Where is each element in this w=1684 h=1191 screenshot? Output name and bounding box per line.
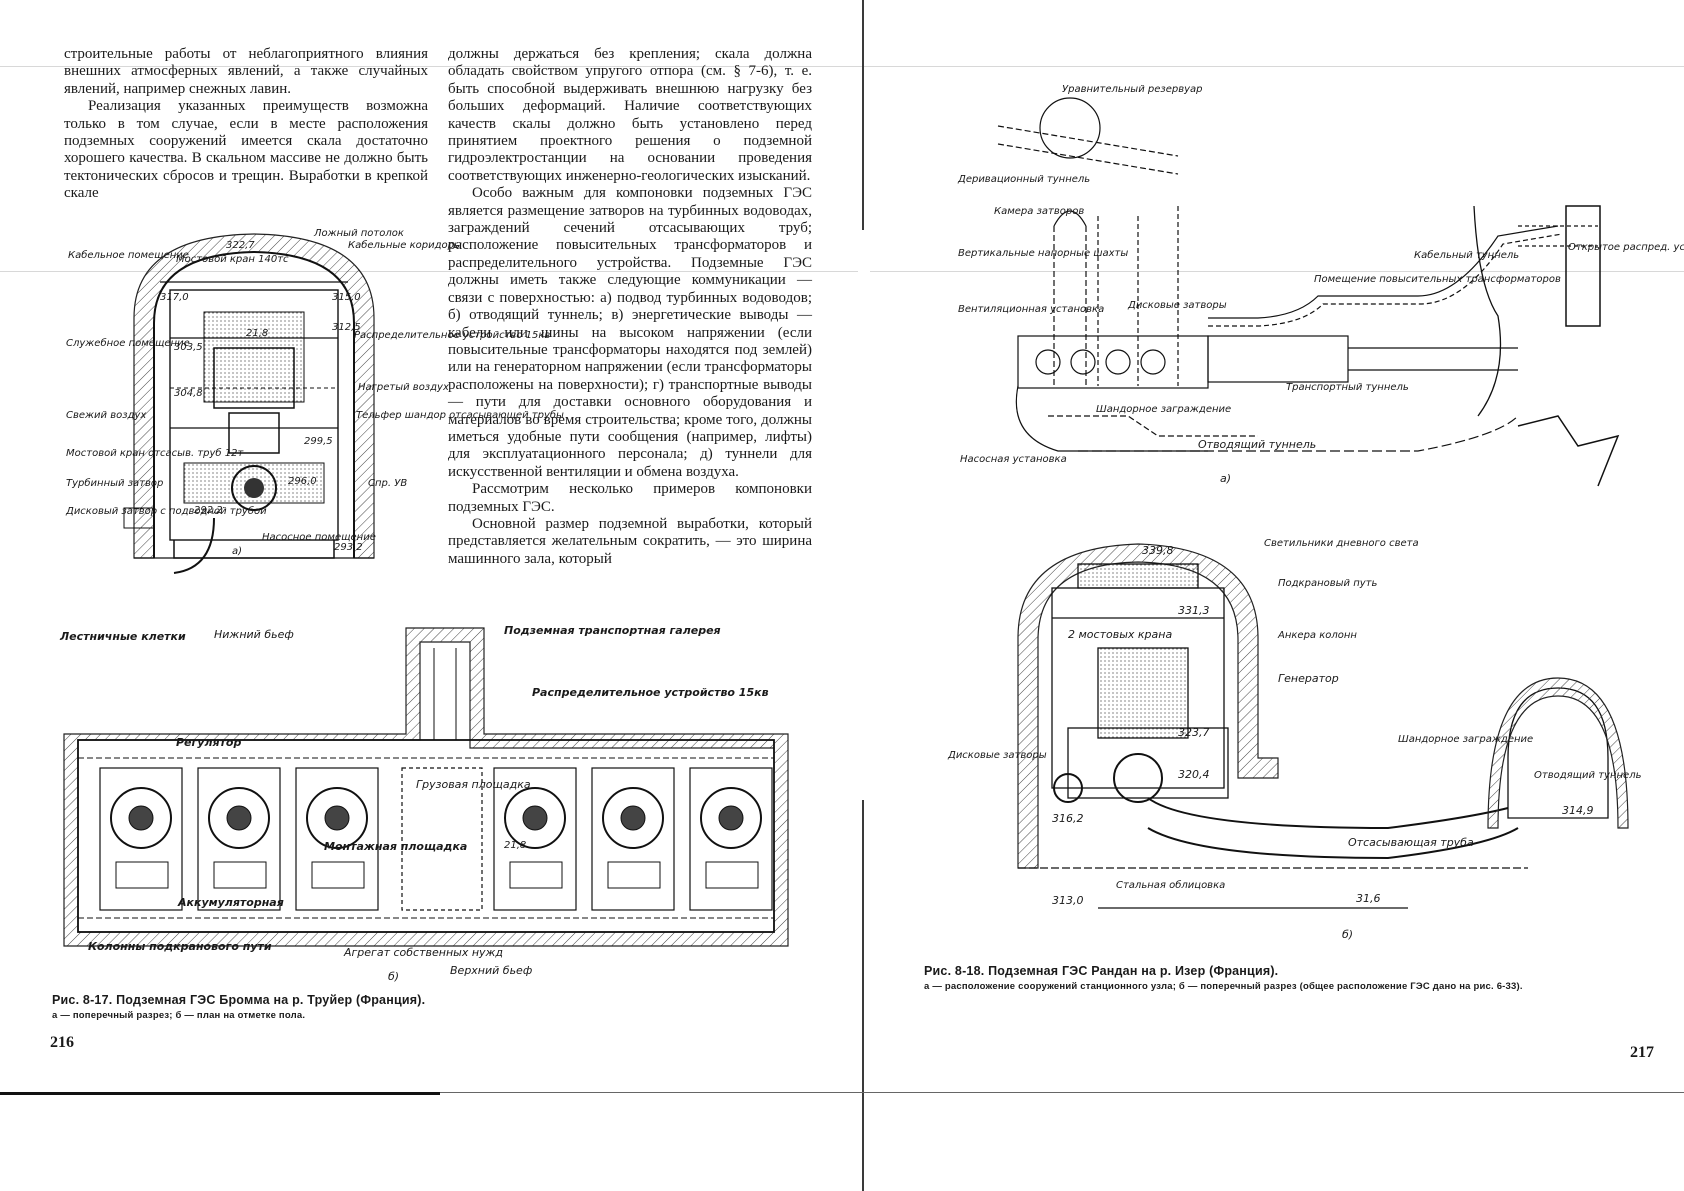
figure-8-17b-plan: Лестничные клетки Нижний бьеф Подземная …: [59, 624, 789, 983]
elevation-label: 339,8: [1142, 544, 1174, 557]
figure-8-18a-layout: Уравнительный резервуар Деривационный ту…: [957, 84, 1684, 487]
callout-label: Насосное помещение: [262, 532, 376, 543]
callout-label: Деривационный туннель: [957, 174, 1090, 185]
caption-subtitle: а — расположение сооружений станционного…: [924, 981, 1523, 992]
callout-label: Колонны подкранового пути: [88, 940, 272, 953]
figure-8-18-caption: Рис. 8-18. Подземная ГЭС Рандан на р. Из…: [924, 964, 1624, 992]
callout-label: Лестничные клетки: [59, 630, 186, 643]
paragraph: Особо важным для компоновки подземных ГЭ…: [448, 185, 812, 480]
dimension-label: 31,6: [1356, 892, 1381, 905]
callout-label: Ложный потолок: [313, 228, 404, 239]
elevation-label: 323,7: [1178, 726, 1210, 739]
elevation-label: 296,0: [288, 476, 317, 487]
callout-label: Светильники дневного света: [1264, 538, 1419, 549]
paragraph: Рассмотрим несколько примеров компоновки…: [448, 481, 812, 515]
figure-8-17a-cross-section: 322,7 317,0 315,0 312,5 303,5 304,8 21,8…: [65, 228, 564, 574]
callout-label: Монтажная площадка: [324, 840, 467, 853]
callout-label: Кабельные коридоры: [348, 239, 462, 251]
elevation-label: 315,0: [332, 292, 361, 303]
elevation-label: 292,2: [194, 505, 223, 516]
elevation-label: 299,5: [304, 436, 333, 447]
elevation-label: 331,3: [1178, 604, 1210, 617]
bottom-rule-right: [440, 1092, 1684, 1093]
caption-title: Рис. 8-18. Подземная ГЭС Рандан на р. Из…: [924, 964, 1279, 978]
callout-label: Спр. УВ: [368, 478, 407, 489]
paragraph: строительные работы от неблагоприятного …: [64, 46, 428, 97]
scan-line: [0, 66, 1684, 67]
callout-label: Дисковые затворы: [947, 750, 1047, 761]
callout-label: Отводящий туннель: [1198, 438, 1316, 451]
callout-label: Анкера колонн: [1277, 630, 1357, 641]
elevation-label: 293,2: [334, 542, 363, 553]
callout-label: Кабельное помещение: [68, 249, 189, 261]
figure-8-18b-cross-section: 339,8 331,3 323,7 320,4 316,2 314,9 313,…: [947, 538, 1642, 941]
left-text-column-2: должны держаться без крепления; скала до…: [448, 46, 812, 568]
callout-label: Распределительное устройство 15кв: [354, 330, 550, 341]
elevation-label: 322,7: [226, 240, 255, 251]
elevation-label: 312,5: [332, 322, 361, 333]
callout-label: Мостовой кран отсасыв. труб 12т: [66, 447, 244, 459]
figure-8-17-caption: Рис. 8-17. Подземная ГЭС Бромма на р. Тр…: [52, 993, 472, 1021]
callout-label: Грузовая площадка: [416, 778, 531, 791]
callout-label: Верхний бьеф: [450, 964, 532, 977]
callout-label: Отсасывающая труба: [1348, 836, 1474, 849]
elevation-label: 313,0: [1052, 894, 1084, 907]
left-text-column-1: строительные работы от неблагоприятного …: [64, 46, 428, 203]
dimension-label: 21,8: [504, 840, 526, 851]
callout-label: Помещение повысительных трансформаторов: [1314, 274, 1561, 285]
callout-label: Распределительное устройство 15кв: [532, 686, 769, 699]
callout-label: Турбинный затвор: [66, 477, 163, 489]
elevation-label: 303,5: [174, 342, 203, 353]
figure-mark: а): [1220, 472, 1231, 485]
callout-label: Кабельный туннель: [1414, 249, 1519, 261]
callout-label: Открытое распред. устройство: [1568, 242, 1684, 253]
callout-label: Насосная установка: [960, 454, 1067, 465]
page-number: 216: [50, 1034, 74, 1051]
callout-label: Подкрановый путь: [1278, 578, 1377, 589]
scan-line: [0, 271, 1684, 272]
caption-subtitle: а — поперечный разрез; б — план на отмет…: [52, 1010, 306, 1021]
callout-label: Транспортный туннель: [1286, 382, 1409, 393]
paragraph: Основной размер подземной выработки, кот…: [448, 515, 812, 567]
callout-label: 2 мостовых крана: [1068, 628, 1172, 641]
callout-label: Вентиляционная установка: [958, 304, 1104, 315]
page-number: 217: [1630, 1044, 1654, 1061]
figure-mark: а): [232, 546, 242, 557]
elevation-label: 320,4: [1178, 768, 1210, 781]
callout-label: Вертикальные напорные шахты: [958, 248, 1128, 259]
elevation-label: 316,2: [1052, 812, 1084, 825]
callout-label: Служебное помещение: [66, 337, 190, 349]
gutter-gap: [858, 230, 870, 800]
callout-label: Агрегат собственных нужд: [343, 946, 503, 959]
callout-label: Подземная транспортная галерея: [504, 624, 721, 637]
callout-label: Регулятор: [176, 736, 241, 749]
elevation-label: 21,8: [246, 328, 268, 339]
callout-label: Тельфер шандор отсасывающей трубы: [356, 409, 564, 421]
callout-label: Шандорное заграждение: [1096, 404, 1231, 415]
callout-label: Нижний бьеф: [214, 628, 294, 641]
bottom-rule-left: [0, 1092, 440, 1095]
callout-label: Дисковый затвор с подводной трубой: [65, 505, 267, 517]
figure-mark: б): [1342, 928, 1353, 941]
callout-label: Отводящий туннель: [1534, 770, 1642, 781]
callout-label: Мостовой кран 140тс: [176, 254, 289, 265]
elevation-label: 304,8: [174, 388, 203, 399]
paragraph: должны держаться без крепления; скала до…: [448, 46, 812, 184]
paragraph: Реализация указанных преимуществ возможн…: [64, 98, 428, 202]
callout-label: Аккумуляторная: [177, 896, 284, 909]
callout-label: Нагретый воздух: [358, 382, 449, 393]
caption-title: Рис. 8-17. Подземная ГЭС Бромма на р. Тр…: [52, 993, 426, 1007]
callout-label: Свежий воздух: [66, 410, 146, 421]
callout-label: Генератор: [1278, 672, 1339, 685]
callout-label: Уравнительный резервуар: [1062, 84, 1202, 95]
elevation-label: 314,9: [1562, 804, 1594, 817]
callout-label: Шандорное заграждение: [1398, 734, 1533, 745]
callout-label: Дисковые затворы: [1127, 300, 1227, 311]
figure-mark: б): [388, 970, 399, 983]
callout-label: Камера затворов: [994, 206, 1084, 217]
callout-label: Стальная облицовка: [1116, 879, 1225, 891]
elevation-label: 317,0: [160, 292, 189, 303]
